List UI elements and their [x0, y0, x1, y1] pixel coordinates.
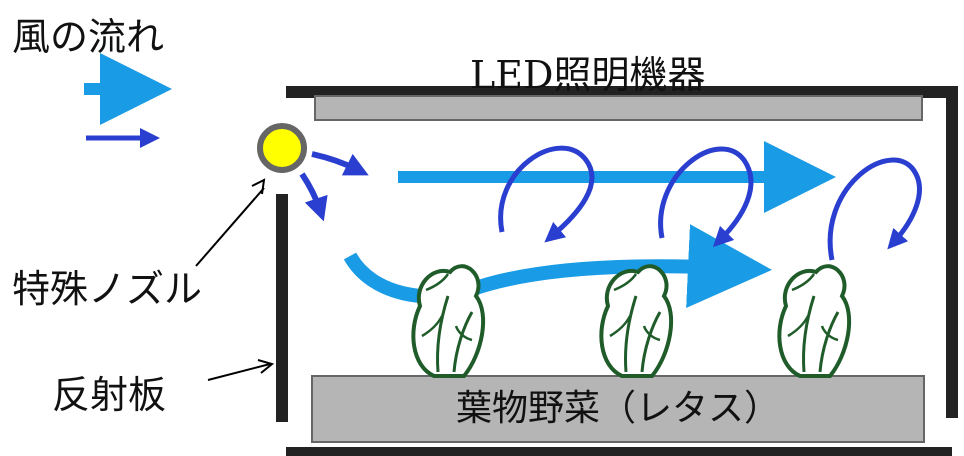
reflector-pointer-line — [207, 363, 271, 381]
lettuce-plant-icon — [599, 264, 674, 378]
led-fixture-panel — [314, 95, 923, 121]
lettuce-plant-icon — [411, 264, 486, 378]
nozzle-icon — [257, 123, 307, 173]
wind-flow-label: 風の流れ — [12, 15, 165, 59]
tray-label: 葉物野菜（レタス） — [455, 388, 780, 429]
circulation-arrow — [827, 157, 922, 261]
lettuce-plant-icon — [777, 264, 852, 378]
reflector-pointer-head — [257, 359, 275, 374]
reflector-label: 反射板 — [52, 373, 167, 417]
circulation-arrow — [658, 146, 754, 248]
led-fixture-label: LED照明機器 — [470, 53, 706, 97]
lower-airflow-arrow — [343, 224, 772, 309]
circulation-arrow — [498, 145, 595, 243]
nozzle-pointer-line — [195, 187, 265, 267]
nozzle-label: 特殊ノズル — [12, 267, 203, 311]
nozzle-jet-arrow — [299, 172, 328, 222]
frame-top-bar — [286, 86, 958, 418]
nozzle-jet-arrow — [311, 151, 369, 176]
nozzle-pointer-head — [251, 178, 266, 195]
